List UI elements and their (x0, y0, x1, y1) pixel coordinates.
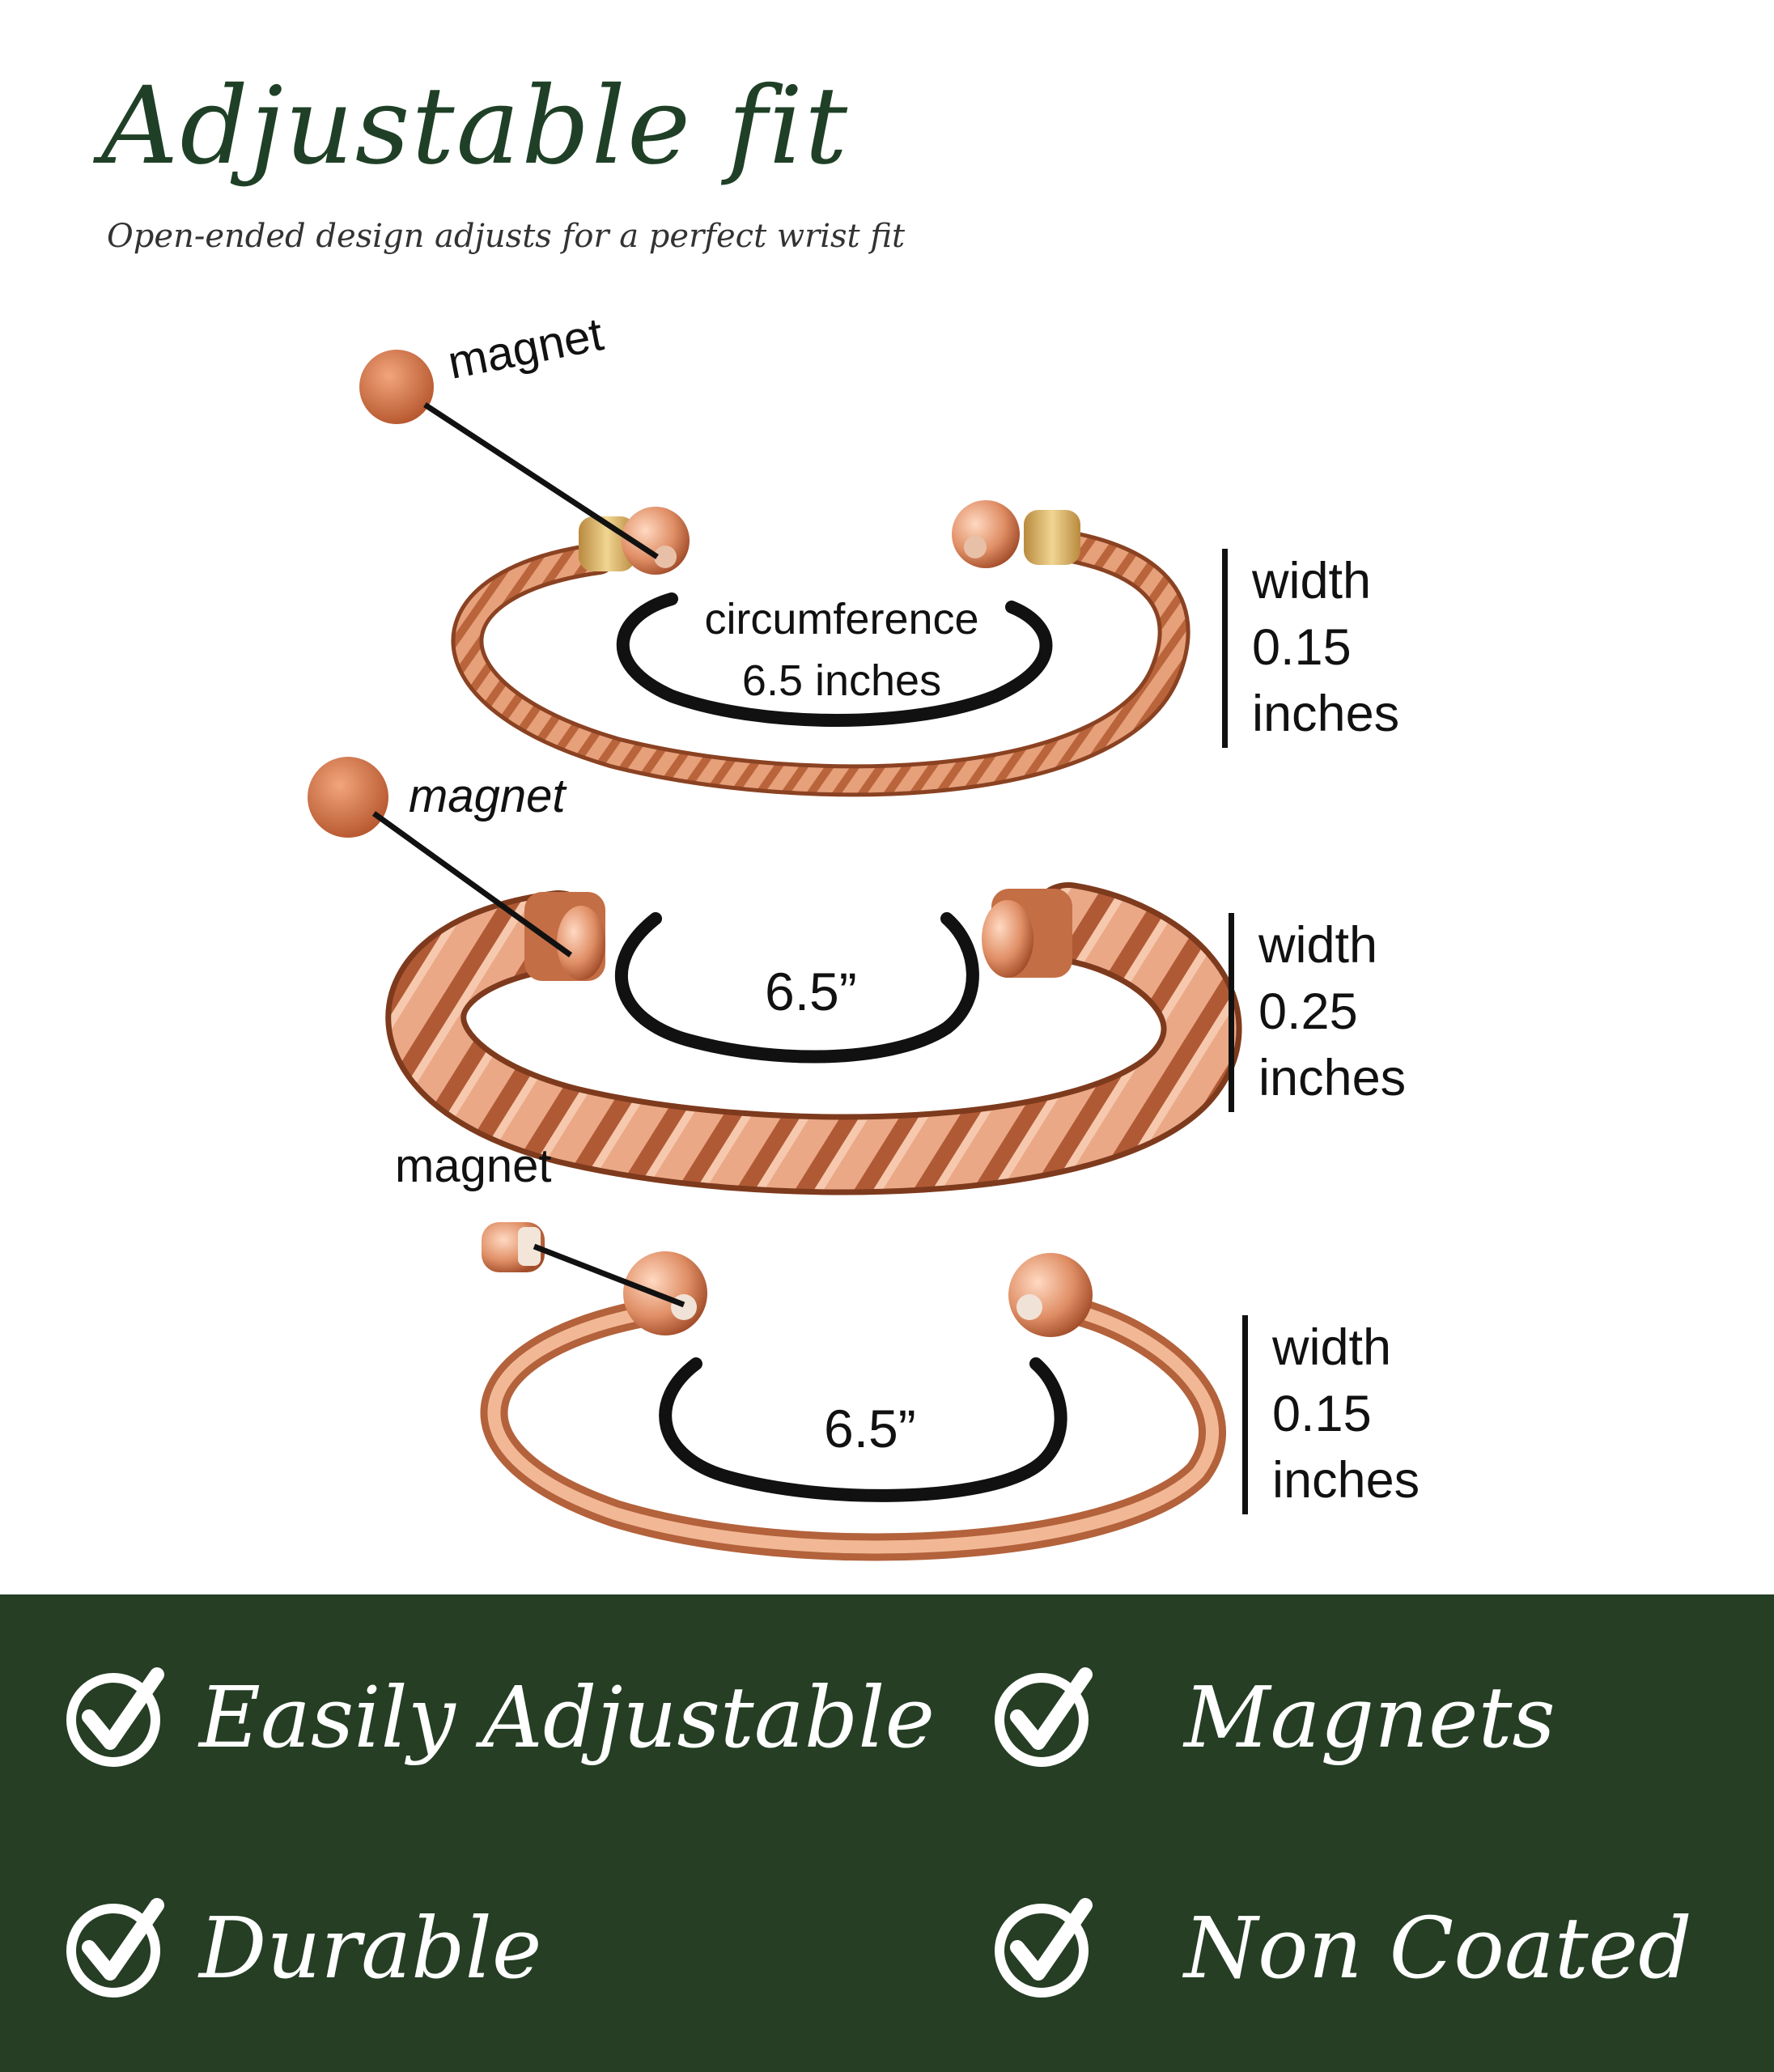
width-value: 0.15 (1252, 618, 1352, 676)
bracelet-illustration (308, 350, 1242, 1561)
width-unit: inches (1252, 685, 1400, 742)
width-value: 0.25 (1258, 983, 1358, 1040)
feature-label: Magnets (1184, 1668, 1555, 1767)
feature-easily-adjustable: Easily Adjustable (63, 1665, 935, 1770)
check-circle-icon (995, 1667, 1093, 1767)
circumference-label-line2: 6.5 inches (741, 656, 942, 705)
size-label: 6.5” (824, 1399, 916, 1458)
width-label: width (1272, 1319, 1392, 1376)
page-title: Adjustable fit (101, 64, 850, 189)
width-label: width (1258, 917, 1378, 974)
bracelet-twisted-cable (359, 350, 1190, 797)
width-value: 0.15 (1272, 1385, 1372, 1442)
feature-non-coated: Non Coated (991, 1896, 1692, 2001)
feature-magnets: Magnets (991, 1665, 1555, 1770)
circumference-label-line1: circumference (704, 595, 979, 643)
width-annotation: width 0.25 inches (1229, 913, 1406, 1112)
features-band (0, 1594, 1774, 2072)
bracelet-smooth-bangle (480, 1222, 1226, 1561)
feature-label: Non Coated (1184, 1899, 1692, 1998)
bracelet-thick-twist (308, 757, 1242, 1195)
magnet-disc-icon (308, 757, 388, 838)
width-label: width (1252, 553, 1372, 609)
feature-label: Easily Adjustable (199, 1668, 936, 1767)
width-annotation: width 0.15 inches (1222, 549, 1399, 748)
check-circle-icon (995, 1898, 1093, 1998)
magnet-disc-icon (359, 350, 434, 424)
circumference-label: circumference 6.5 inches (647, 589, 1036, 711)
check-circle-icon (66, 1667, 164, 1767)
width-annotation: width 0.15 inches (1242, 1315, 1420, 1514)
page-subtitle: Open-ended design adjusts for a perfect … (107, 218, 906, 255)
magnet-label: magnet (395, 1140, 552, 1192)
feature-label: Durable (199, 1899, 542, 1998)
size-label: 6.5” (765, 962, 857, 1021)
width-unit: inches (1272, 1451, 1420, 1509)
check-circle-icon (66, 1898, 164, 1998)
width-unit: inches (1258, 1049, 1407, 1106)
feature-durable: Durable (63, 1896, 541, 2001)
magnet-label: magnet (409, 770, 566, 822)
